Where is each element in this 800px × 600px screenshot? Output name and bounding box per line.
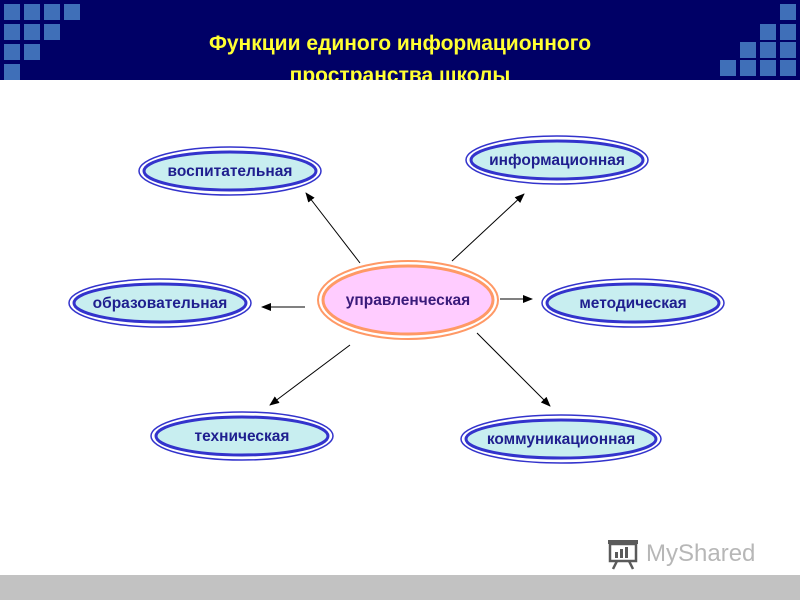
header-decor-square <box>780 60 796 76</box>
header-decor-square <box>44 24 60 40</box>
header-decor-square <box>4 44 20 60</box>
header-decor-square <box>24 44 40 60</box>
header-decor-square <box>24 24 40 40</box>
arrow-to-vospitatelnaya <box>305 192 361 264</box>
header-decor-square <box>740 42 756 58</box>
header-decor-square <box>780 42 796 58</box>
node-obrazovatelnaya: образовательная <box>68 278 252 328</box>
functions-diagram: управленческая воспитательная информацио… <box>68 135 725 464</box>
node-label: методическая <box>579 295 686 312</box>
arrow-to-informatsionnaya <box>451 193 525 262</box>
center-node-label: управленческая <box>346 292 470 309</box>
header-decor-square <box>720 60 736 76</box>
node-kommunikatsionnaya: коммуникационная <box>460 414 662 464</box>
header-decor-square <box>780 4 796 20</box>
node-label: техническая <box>195 428 290 445</box>
header-decor-square <box>64 4 80 20</box>
footer-bar <box>0 575 800 600</box>
node-label: информационная <box>489 152 625 169</box>
node-label: воспитательная <box>168 163 293 180</box>
node-metodicheskaya: методическая <box>541 278 725 328</box>
slide-title-line1: Функции единого информационного <box>208 32 592 55</box>
node-vospitatelnaya: воспитательная <box>138 146 322 196</box>
header-decor-square <box>760 60 776 76</box>
node-label: образовательная <box>93 295 228 312</box>
watermark: MyShared <box>606 537 776 571</box>
slide-header: Функции единого информационного простран… <box>0 0 800 80</box>
header-decor-square <box>24 4 40 20</box>
presentation-board-icon <box>608 540 638 570</box>
slide-title-line2: пространства школы <box>289 64 511 80</box>
slide-title: Функции единого информационного простран… <box>100 28 700 80</box>
node-label: коммуникационная <box>487 431 635 448</box>
arrow-to-kommunikatsionnaya <box>476 332 551 407</box>
header-decor-square <box>4 64 20 80</box>
header-decor-square <box>740 60 756 76</box>
header-decor-square <box>780 24 796 40</box>
center-node-upravlencheskaya: управленческая <box>317 260 499 340</box>
watermark-text: MyShared <box>646 540 756 567</box>
header-decor-square <box>4 24 20 40</box>
arrow-to-tekhnicheskaya <box>269 344 351 406</box>
node-tekhnicheskaya: техническая <box>150 411 334 461</box>
header-decor-square <box>4 4 20 20</box>
header-decor-square <box>760 24 776 40</box>
header-decor-square <box>44 4 60 20</box>
header-decor-square <box>760 42 776 58</box>
node-informatsionnaya: информационная <box>465 135 649 185</box>
